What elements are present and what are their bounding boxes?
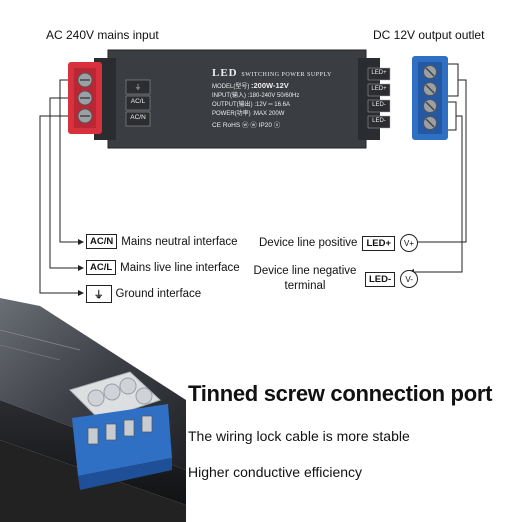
tag-led-plus: LED+ bbox=[362, 235, 395, 251]
legend-ac-l: AC/L Mains live line interface bbox=[86, 260, 240, 275]
body-terminal-acn: AC/N bbox=[130, 114, 146, 121]
tag-ac-n: AC/N bbox=[86, 234, 118, 249]
line-ground bbox=[39, 115, 78, 294]
body-terminal-led-minus-1: LED- bbox=[372, 102, 386, 108]
legend-ac-n-text: Mains neutral interface bbox=[121, 235, 238, 248]
feature-line-2: Higher conductive efficiency bbox=[188, 464, 363, 480]
feature-title: Tinned screw connection port bbox=[188, 381, 493, 406]
legend-ground: ⏚ Ground interface bbox=[86, 285, 201, 303]
line-v-minus bbox=[408, 115, 463, 273]
feature-line-1: The wiring lock cable is more stable bbox=[188, 428, 410, 444]
body-terminal-ground: ⏚ bbox=[134, 84, 142, 91]
input-header: AC 240V mains input bbox=[46, 28, 159, 42]
device-label: LED SWITCHING POWER SUPPLY MODEL(型号) :20… bbox=[212, 67, 332, 130]
spec-row: MODEL(型号) :200W-12V bbox=[212, 81, 289, 90]
line-v-plus bbox=[408, 79, 467, 243]
body-terminal-led-minus-2: LED- bbox=[372, 118, 386, 124]
output-header: DC 12V output outlet bbox=[373, 28, 485, 42]
legend-ac-l-text: Mains live line interface bbox=[120, 261, 240, 274]
line-ac-l bbox=[49, 97, 78, 269]
legend-ground-text: Ground interface bbox=[115, 288, 202, 300]
legend-ac-n: AC/N Mains neutral interface bbox=[86, 234, 238, 249]
v-minus-icon: V- bbox=[400, 270, 419, 288]
device-brand: LED bbox=[212, 67, 238, 79]
cert-row: CE RoHS ⓦ ⓦ IP20 ⓧ bbox=[212, 122, 281, 129]
tag-led-minus: LED- bbox=[365, 271, 396, 287]
legend-v-minus-text: Device line negative terminal bbox=[253, 265, 357, 292]
body-terminal-led-plus-2: LED+ bbox=[371, 86, 387, 92]
tag-ac-l: AC/L bbox=[86, 260, 117, 275]
v-plus-icon: V+ bbox=[400, 234, 418, 252]
ground-icon: ⏚ bbox=[86, 285, 112, 303]
spec-row: INPUT(输入) :180-240V 50/60Hz bbox=[212, 93, 300, 99]
legend-v-plus: Device line positive LED+ V+ bbox=[259, 234, 418, 252]
body-terminal-acl: AC/L bbox=[130, 98, 146, 105]
legend-v-plus-text: Device line positive bbox=[259, 237, 358, 249]
legend-v-minus: Device line negative terminal LED- V- bbox=[250, 264, 419, 294]
spec-row: POWER(功率) :MAX 200W bbox=[212, 111, 285, 117]
body-terminal-led-plus-1: LED+ bbox=[371, 70, 387, 76]
line-ac-n bbox=[59, 79, 78, 243]
device-brand-sub: SWITCHING POWER SUPPLY bbox=[241, 72, 332, 78]
power-supply-body bbox=[108, 50, 366, 148]
spec-row: OUTPUT(输出) :12V ═ 16.6A bbox=[212, 102, 290, 108]
